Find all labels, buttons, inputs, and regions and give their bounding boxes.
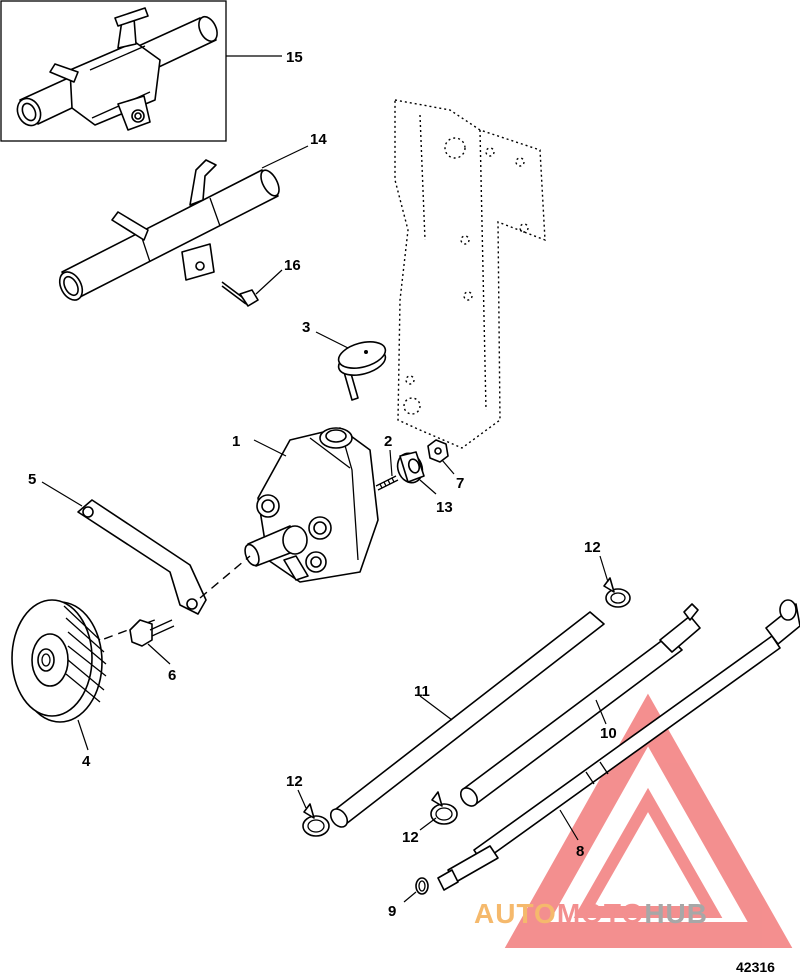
leader-2 bbox=[389, 449, 393, 477]
part-4-pulley bbox=[11, 599, 107, 723]
part-7-nut bbox=[427, 439, 449, 463]
leader-5 bbox=[41, 481, 83, 507]
callout-7: 7 bbox=[456, 475, 464, 492]
leader-3 bbox=[315, 331, 349, 349]
callout-8: 8 bbox=[576, 843, 584, 860]
callout-2: 2 bbox=[384, 433, 392, 450]
leader-12-mid bbox=[419, 817, 437, 831]
callout-12-top: 12 bbox=[584, 539, 601, 556]
callout-12-mid: 12 bbox=[402, 829, 419, 846]
callout-6: 6 bbox=[168, 667, 176, 684]
part-5-support-bracket bbox=[77, 499, 207, 615]
part-16-bolt bbox=[221, 281, 259, 307]
watermark-triangle-icon bbox=[504, 693, 793, 948]
part-2-stud bbox=[375, 475, 399, 491]
engine-bracket-outline bbox=[394, 99, 546, 449]
part-10-hose bbox=[459, 603, 701, 807]
leader-11 bbox=[419, 695, 453, 721]
callout-1: 1 bbox=[232, 433, 240, 450]
part-11-hose bbox=[329, 611, 605, 828]
callout-10: 10 bbox=[600, 725, 617, 742]
leader-12-top bbox=[599, 555, 609, 583]
part-3-filler-cap bbox=[337, 341, 387, 401]
callout-5: 5 bbox=[28, 471, 36, 488]
callout-11: 11 bbox=[414, 683, 430, 700]
watermark-part-auto: AUTO bbox=[474, 898, 557, 929]
leader-8 bbox=[559, 809, 579, 841]
leader-14 bbox=[261, 145, 309, 169]
callout-9: 9 bbox=[388, 903, 396, 920]
leader-6 bbox=[147, 643, 171, 665]
watermark-part-moto: MOTO bbox=[557, 898, 644, 929]
part-12-clamp bbox=[603, 577, 631, 608]
leader-12-left bbox=[297, 789, 307, 809]
part-12-clamp bbox=[302, 803, 330, 837]
leader-9 bbox=[403, 891, 417, 903]
leader-4 bbox=[77, 719, 89, 751]
figure-number: 42316 bbox=[736, 959, 775, 975]
leader-1 bbox=[253, 439, 287, 457]
part-8-hose bbox=[437, 599, 800, 891]
part-15-inset bbox=[0, 0, 227, 142]
leader-10 bbox=[595, 699, 607, 725]
part-12-clamp bbox=[430, 791, 458, 825]
alignment-line bbox=[199, 555, 251, 599]
leader-13 bbox=[419, 479, 437, 495]
callout-15: 15 bbox=[286, 49, 303, 66]
part-6-bolt bbox=[129, 619, 175, 647]
watermark-logo: AUTOMOTOHUB bbox=[474, 693, 793, 948]
leader-7 bbox=[441, 459, 455, 475]
part-14-cooling-tube bbox=[58, 159, 280, 301]
callout-16: 16 bbox=[284, 257, 301, 274]
part-1-power-steering-pump bbox=[244, 427, 379, 583]
watermark-part-hub: HUB bbox=[644, 898, 708, 929]
callout-13: 13 bbox=[436, 499, 453, 516]
part-9-o-ring bbox=[415, 877, 429, 895]
watermark-text: AUTOMOTOHUB bbox=[474, 898, 708, 929]
part-13-spacer bbox=[396, 451, 425, 484]
callout-4: 4 bbox=[82, 753, 91, 770]
callout-14: 14 bbox=[310, 131, 327, 148]
callout-3: 3 bbox=[302, 319, 310, 336]
leader-16 bbox=[255, 269, 283, 295]
callout-12-left: 12 bbox=[286, 773, 303, 790]
